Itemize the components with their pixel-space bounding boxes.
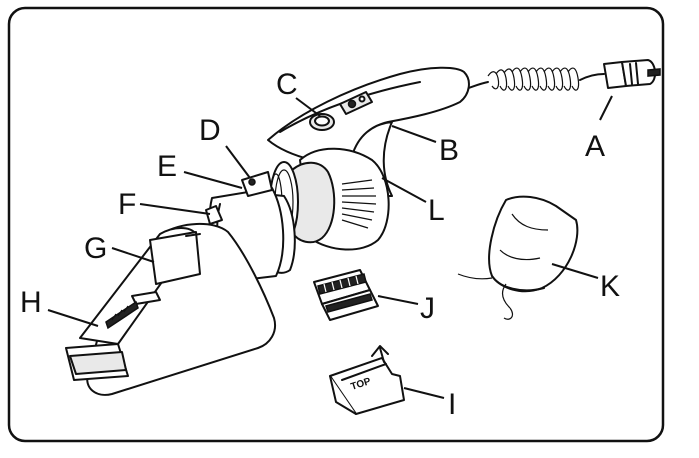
leader-L: [381, 177, 427, 203]
callout-E: E: [157, 150, 177, 183]
callout-G: G: [84, 232, 107, 265]
car-plug-cord: [461, 59, 661, 91]
callout-L: L: [428, 194, 445, 227]
callout-I: I: [448, 388, 456, 421]
leader-J: [377, 295, 419, 305]
leader-I: [403, 387, 445, 399]
leader-G: [111, 247, 155, 263]
leader-K: [551, 263, 599, 279]
callout-K: K: [600, 270, 620, 303]
callout-F: F: [118, 188, 136, 221]
leader-C: [295, 97, 321, 117]
leader-E: [183, 171, 243, 189]
leader-F: [139, 203, 211, 215]
leader-H: [47, 309, 99, 327]
callout-D: D: [199, 114, 221, 147]
crevice-nozzle: TOP: [329, 345, 405, 415]
callout-C: C: [276, 68, 298, 101]
dust-container: [65, 222, 276, 396]
callout-H: H: [20, 286, 42, 319]
callout-B: B: [439, 134, 459, 167]
leader-D: [225, 145, 251, 179]
callout-A: A: [585, 130, 605, 163]
leader-A: [599, 95, 613, 121]
leader-B: [391, 125, 437, 143]
callout-J: J: [420, 292, 435, 325]
storage-bag: [457, 195, 579, 320]
diagram-frame: [7, 6, 665, 443]
filter: [313, 269, 379, 321]
